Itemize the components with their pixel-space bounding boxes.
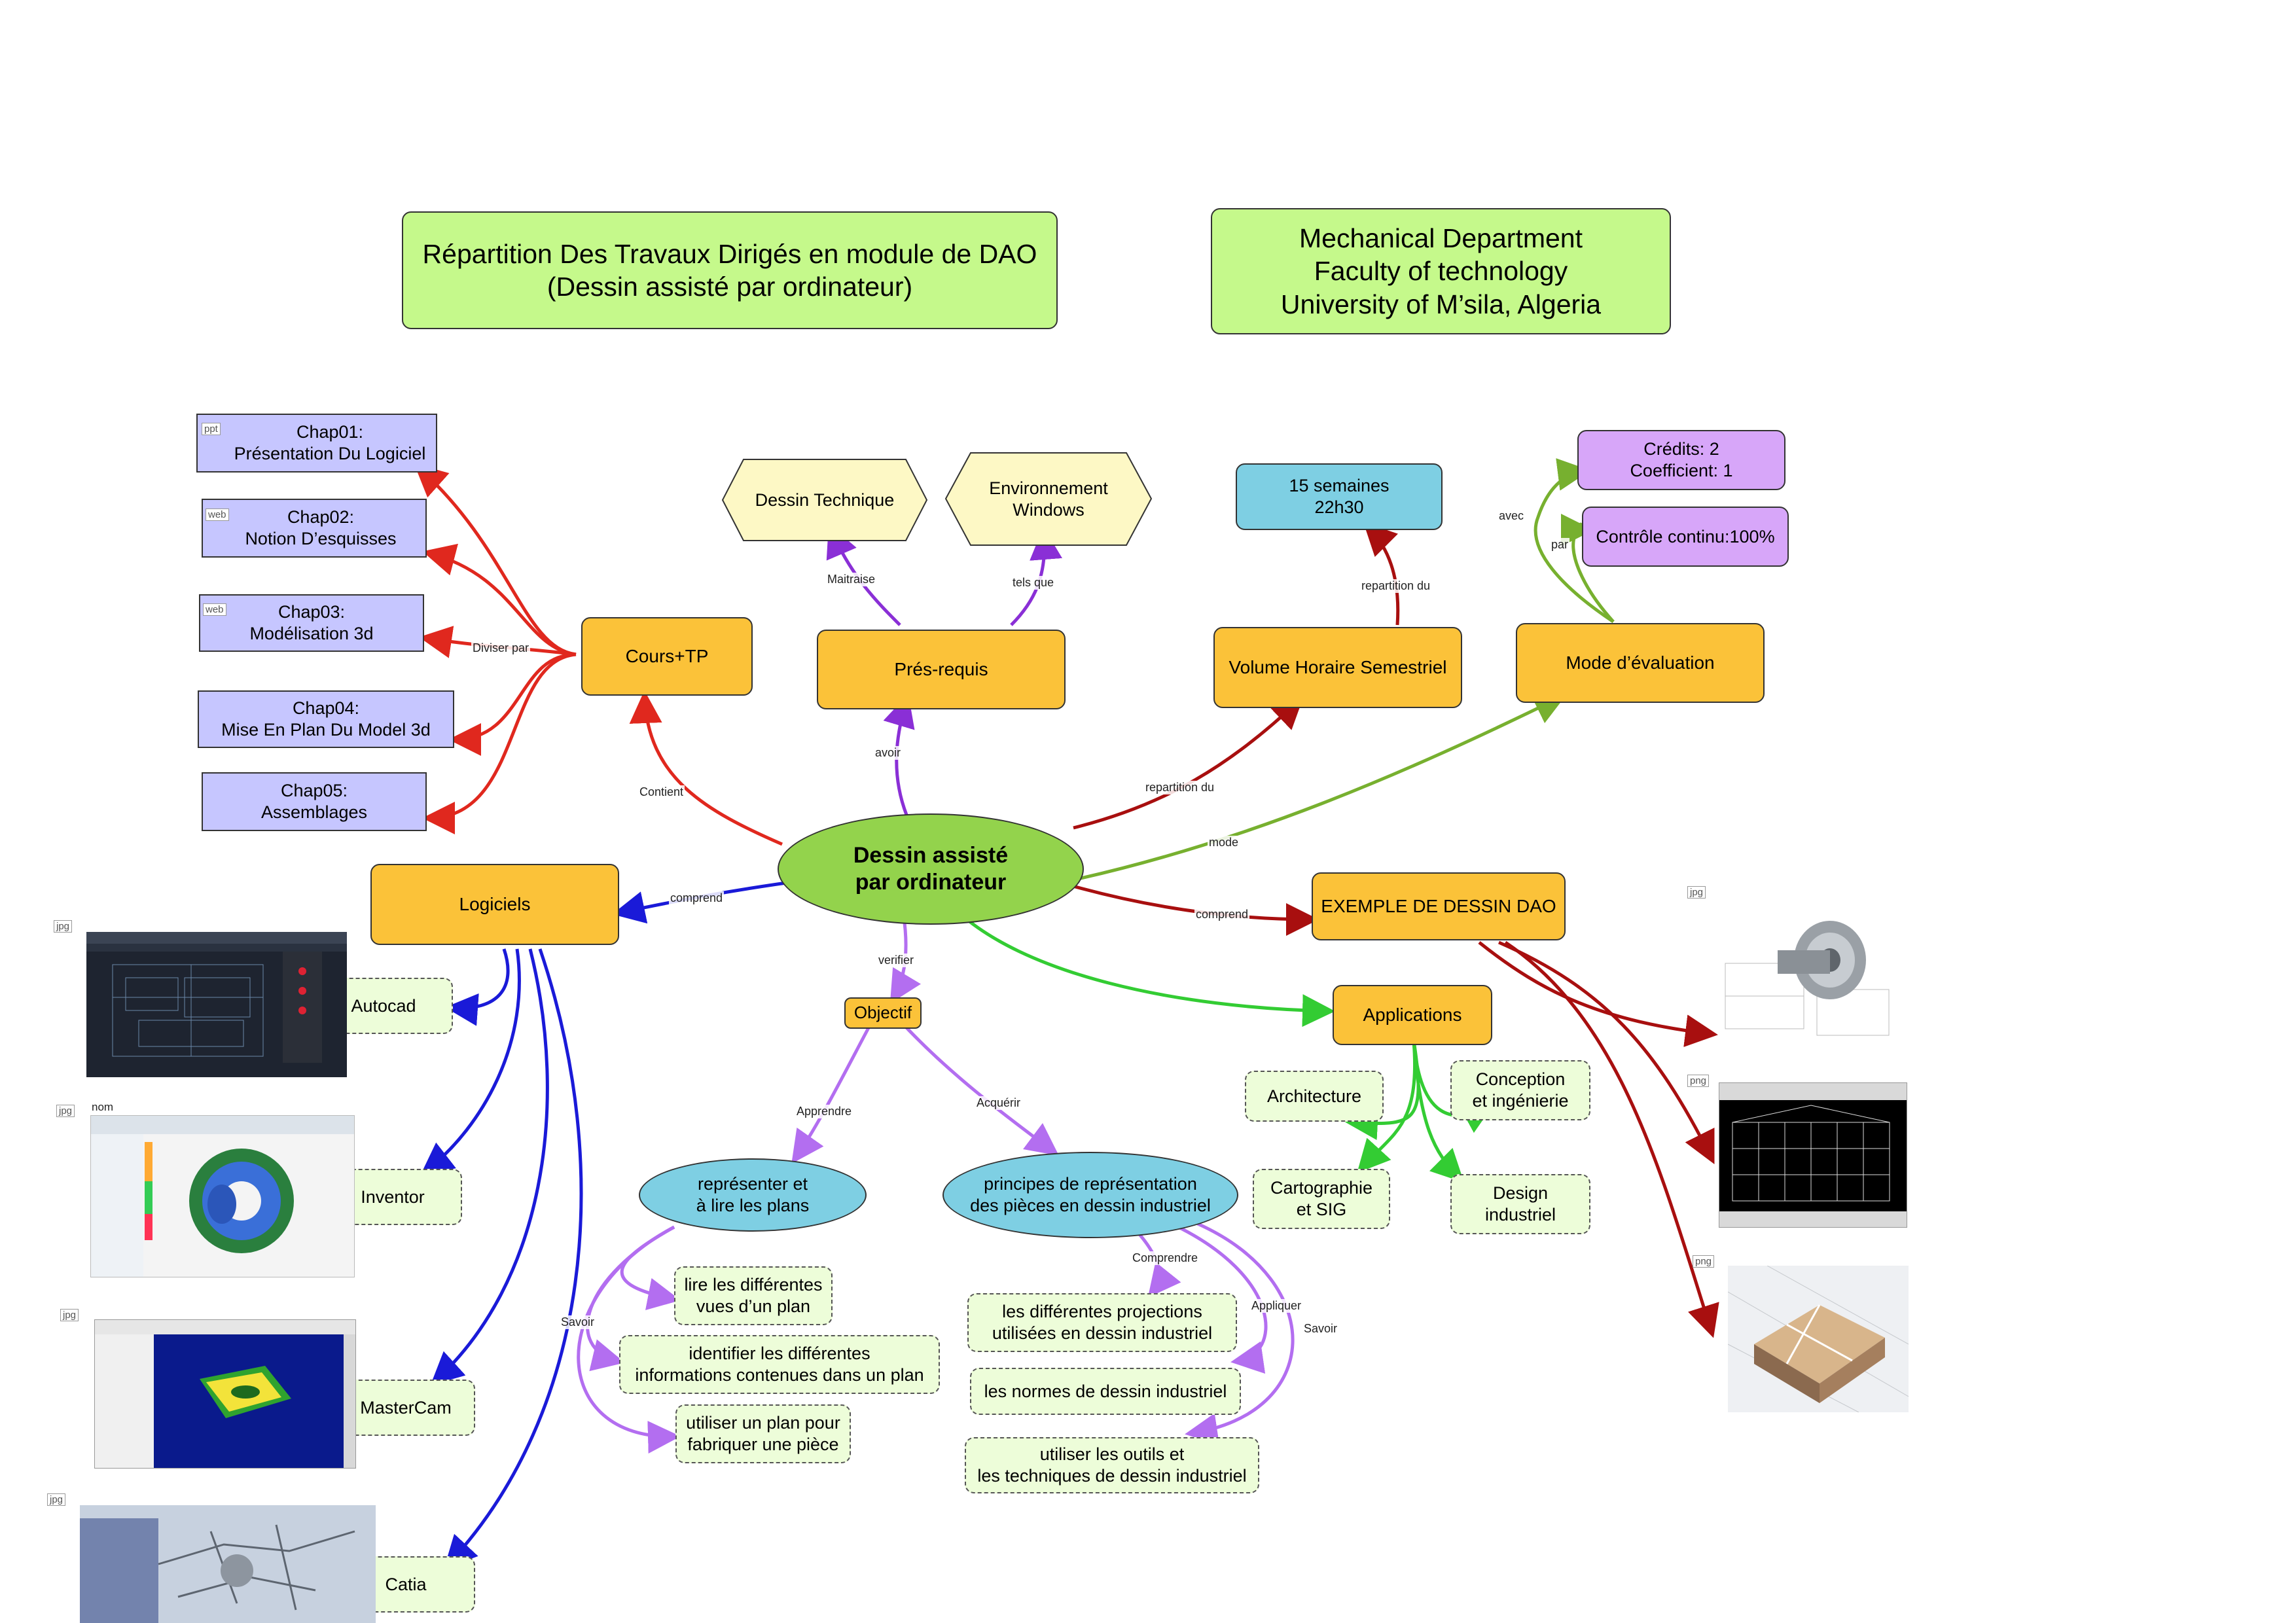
central-topic[interactable]: Dessin assisté par ordinateur <box>778 813 1084 925</box>
chapter-02-tag: web <box>206 508 229 521</box>
chapter-02[interactable]: Chap02: Notion D’esquisses <box>202 499 427 558</box>
edge-comprend-2 <box>1063 882 1319 936</box>
chapter-01[interactable]: Chap01: Présentation Du Logiciel <box>196 414 437 473</box>
chapter-04[interactable]: Chap04: Mise En Plan Du Model 3d <box>198 690 454 748</box>
dessin-technique-shape <box>721 459 928 541</box>
title-box: Répartition Des Travaux Dirigés en modul… <box>402 211 1058 329</box>
skill-projections[interactable]: les différentes projections utilisées en… <box>967 1293 1237 1352</box>
app-conception[interactable]: Conception et ingénierie <box>1450 1060 1590 1120</box>
edge-ex-3 <box>1504 940 1719 1338</box>
software-mastercam[interactable]: MasterCam <box>336 1380 475 1436</box>
objectif-node[interactable]: Objectif <box>844 997 922 1029</box>
mastercam-image <box>94 1319 356 1469</box>
example-1-image <box>1719 898 1902 1041</box>
label-acquerir: Acquérir <box>975 1096 1022 1110</box>
label-repartition-du-2: repartition du <box>1360 579 1432 593</box>
inventor-nom-label: nom <box>90 1101 115 1114</box>
catia-image <box>80 1505 376 1623</box>
app-design[interactable]: Design industriel <box>1450 1174 1590 1234</box>
skill-normes[interactable]: les normes de dessin industriel <box>970 1368 1241 1415</box>
environnement-shape <box>944 452 1153 546</box>
controle-node[interactable]: Contrôle continu:100% <box>1582 507 1789 567</box>
mode-evaluation-node[interactable]: Mode d’évaluation <box>1516 623 1765 703</box>
environnement-node[interactable]: Environnement Windows <box>989 478 1108 520</box>
skill-outils[interactable]: utiliser les outils et les techniques de… <box>965 1437 1259 1493</box>
label-savoir-1: Savoir <box>560 1315 596 1329</box>
label-verifier: verifier <box>877 954 916 967</box>
edge-autocad <box>445 948 510 1026</box>
catia-tag: jpg <box>47 1493 66 1506</box>
label-mode: mode <box>1208 836 1240 849</box>
edge-ex-1 <box>1478 941 1718 1047</box>
label-comprend-2: comprend <box>1194 908 1250 921</box>
label-maitraise: Maitraise <box>826 573 877 586</box>
logiciels-node[interactable]: Logiciels <box>370 864 619 945</box>
semaines-node[interactable]: 15 semaines 22h30 <box>1236 463 1443 530</box>
label-avec: avec <box>1498 509 1526 523</box>
inventor-image <box>90 1115 355 1277</box>
edge-applications <box>951 905 1335 1027</box>
applications-node[interactable]: Applications <box>1333 985 1492 1045</box>
chapter-03[interactable]: Chap03: Modélisation 3d <box>199 594 424 652</box>
edge-acquerir <box>902 1023 1059 1156</box>
example-1-tag: jpg <box>1687 886 1706 899</box>
edge-ex-2 <box>1498 940 1715 1164</box>
chapter-03-tag: web <box>203 603 226 616</box>
volume-horaire-node[interactable]: Volume Horaire Semestriel <box>1213 627 1462 708</box>
label-apprendre: Apprendre <box>795 1105 853 1118</box>
edge-chap04 <box>448 652 577 756</box>
credits-node[interactable]: Crédits: 2 Coefficient: 1 <box>1577 430 1785 490</box>
cours-tp-node[interactable]: Cours+TP <box>581 617 753 696</box>
edge-chap01 <box>414 463 577 656</box>
label-repartition-du-1: repartition du <box>1144 781 1216 794</box>
label-tels-que: tels que <box>1011 576 1056 590</box>
edge-apprendre <box>791 1023 872 1164</box>
label-comprend-1: comprend <box>669 891 725 905</box>
label-contient: Contient <box>638 785 685 799</box>
label-savoir-2: Savoir <box>1302 1322 1339 1336</box>
edge-savoir-1a <box>620 1225 681 1310</box>
edge-mode <box>1056 694 1567 885</box>
label-comprendre: Comprendre <box>1131 1251 1200 1265</box>
edge-chap02 <box>422 543 577 656</box>
chapter-01-tag: ppt <box>202 423 221 435</box>
exemple-dao-node[interactable]: EXEMPLE DE DESSIN DAO <box>1312 872 1566 940</box>
edge-repartition <box>1073 696 1304 830</box>
label-diviser-par: Diviser par <box>471 641 531 655</box>
institution-box: Mechanical Department Faculty of technol… <box>1211 208 1671 334</box>
principes-node[interactable]: principes de représentation des pièces e… <box>942 1152 1238 1238</box>
edge-repartition-2 <box>1363 522 1400 626</box>
app-architecture[interactable]: Architecture <box>1245 1071 1384 1122</box>
representer-node[interactable]: représenter et à lire les plans <box>639 1158 867 1232</box>
edge-savoir-1c <box>577 1225 681 1454</box>
example-3-tag: png <box>1693 1255 1715 1268</box>
label-avoir: avoir <box>874 746 903 760</box>
pres-requis-node[interactable]: Prés-requis <box>817 630 1066 709</box>
skill-utiliser-plan[interactable]: utiliser un plan pour fabriquer une pièc… <box>675 1404 851 1463</box>
skill-identifier[interactable]: identifier les différentes informations … <box>619 1335 940 1394</box>
dessin-technique-node[interactable]: Dessin Technique <box>755 490 895 510</box>
label-appliquer: Appliquer <box>1250 1299 1303 1313</box>
example-3-image <box>1728 1266 1909 1412</box>
inventor-tag: jpg <box>56 1105 75 1117</box>
example-2-image <box>1719 1082 1907 1228</box>
app-cartographie[interactable]: Cartographie et SIG <box>1253 1169 1390 1229</box>
label-par: par <box>1550 538 1570 552</box>
autocad-tag: jpg <box>54 920 73 933</box>
example-2-tag: png <box>1687 1075 1710 1087</box>
skill-lire-vues[interactable]: lire les différentes vues d’un plan <box>674 1266 833 1325</box>
chapter-05[interactable]: Chap05: Assemblages <box>202 772 427 831</box>
mastercam-tag: jpg <box>60 1309 79 1321</box>
edge-contient <box>629 690 783 846</box>
autocad-image <box>86 932 347 1077</box>
edge-catia <box>444 948 583 1569</box>
